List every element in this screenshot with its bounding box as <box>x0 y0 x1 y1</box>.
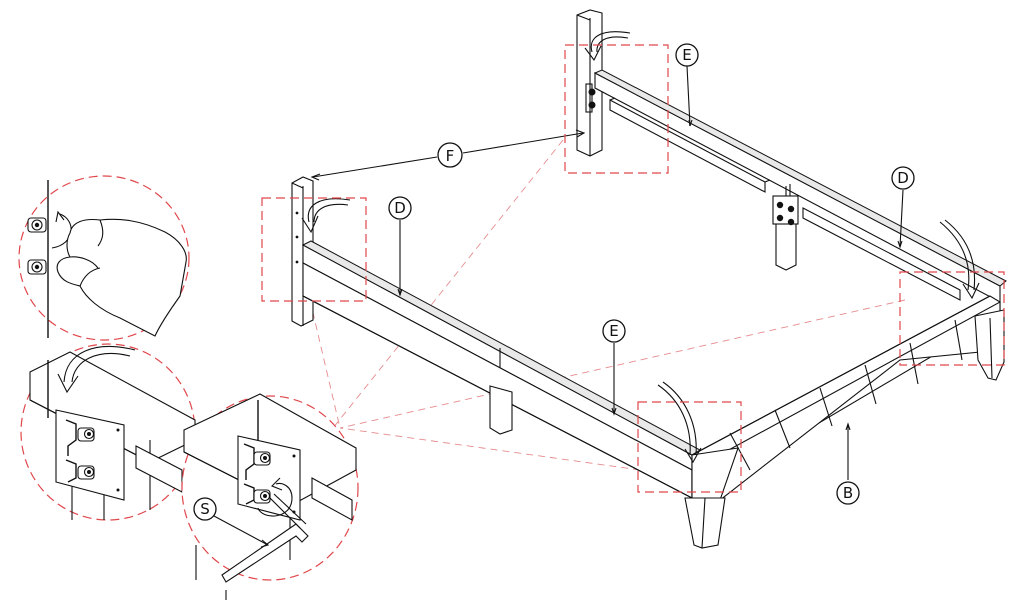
svg-text:E: E <box>682 46 691 64</box>
hand-icon <box>56 218 187 337</box>
curved-arrow-icon <box>939 221 970 291</box>
svg-text:D: D <box>897 169 909 187</box>
back-rail-e <box>594 72 1001 303</box>
bolt-icon <box>253 451 271 466</box>
bracket-plate <box>55 409 125 501</box>
bolt-icon <box>77 465 95 480</box>
side-rail-d-left <box>302 244 693 471</box>
detail-circle-hand <box>18 175 190 341</box>
bolt-icon <box>27 259 47 275</box>
front-left-leg <box>684 497 726 549</box>
label-e-front: E <box>602 319 626 343</box>
bolt-icon <box>77 427 95 442</box>
svg-text:F: F <box>446 147 455 165</box>
detail-circle-bracket <box>20 343 196 521</box>
front-right-leg <box>974 309 1005 381</box>
svg-text:D: D <box>394 199 406 217</box>
detail-circle-hexkey <box>181 393 359 600</box>
svg-text:S: S <box>200 500 210 518</box>
detail-frame-front-corner <box>637 401 742 493</box>
label-s: S <box>193 497 270 548</box>
label-leaders <box>310 65 904 480</box>
curved-arrow-icon <box>657 384 691 456</box>
bolt-icon <box>27 217 47 233</box>
detail-frame-right-post <box>564 44 669 174</box>
curved-arrow-icon <box>590 31 631 53</box>
detail-frames <box>261 44 1005 493</box>
label-callouts: E F D D E B S <box>193 43 915 548</box>
label-b: B <box>836 481 860 505</box>
detail-frame-left-post <box>261 197 367 302</box>
svg-text:E: E <box>609 322 618 340</box>
label-f: F <box>437 142 463 168</box>
label-e-top: E <box>675 43 699 67</box>
bed-frame <box>291 9 1007 549</box>
svg-text:B: B <box>843 484 853 502</box>
label-d-right: D <box>891 166 915 190</box>
label-d-left: D <box>388 196 412 220</box>
rotation-arrows <box>301 31 980 464</box>
curved-arrow-icon <box>307 198 351 223</box>
bolt-icon <box>253 489 271 504</box>
detail-leader-lines <box>309 139 906 471</box>
curved-arrow-icon <box>57 373 79 394</box>
